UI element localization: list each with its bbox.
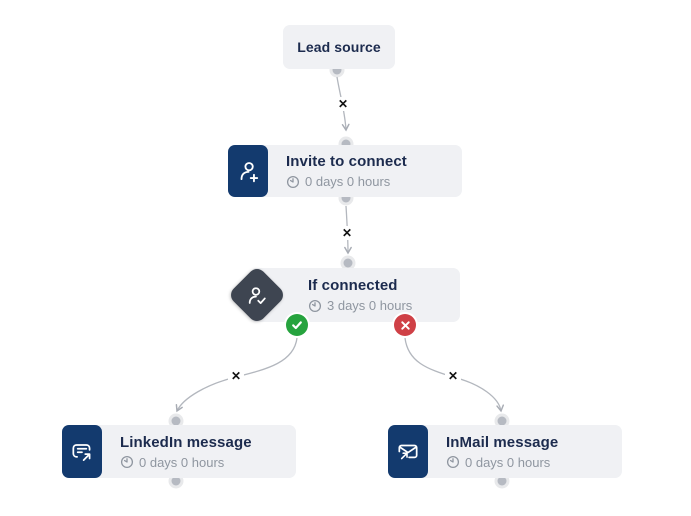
inmail-output-handle[interactable]: [497, 476, 507, 486]
inmail-envelope-icon: [388, 425, 428, 478]
remove-edge-invite-condition-button[interactable]: ✕: [338, 226, 356, 240]
if-connected-title: If connected: [308, 277, 398, 294]
clock-icon: [120, 455, 134, 469]
clock-icon: [286, 175, 300, 188]
invite-input-handle[interactable]: [341, 139, 351, 149]
not-connected-failure-port[interactable]: [394, 314, 416, 336]
invite-delay-text: 0 days 0 hours: [305, 174, 391, 189]
linkedin-output-handle[interactable]: [171, 476, 181, 486]
if-connected-delay: 3 days 0 hours: [308, 298, 412, 313]
linkedin-input-handle[interactable]: [171, 416, 181, 426]
clock-icon: [446, 455, 460, 469]
inmail-message-node[interactable]: InMail message 0 days 0 hours: [388, 425, 622, 478]
inmail-delay: 0 days 0 hours: [446, 455, 558, 470]
condition-input-handle[interactable]: [343, 258, 353, 268]
clock-icon: [308, 299, 322, 312]
lead-source-output-handle[interactable]: [332, 65, 342, 75]
invite-delay: 0 days 0 hours: [286, 174, 407, 189]
linkedin-title: LinkedIn message: [120, 433, 252, 451]
remove-edge-lead-invite-button[interactable]: ✕: [334, 97, 352, 111]
inmail-delay-text: 0 days 0 hours: [465, 454, 551, 470]
remove-edge-condition-inmail-button[interactable]: ✕: [444, 369, 462, 383]
linkedin-delay: 0 days 0 hours: [120, 455, 252, 470]
if-connected-delay-text: 3 days 0 hours: [327, 298, 413, 313]
check-icon: [292, 321, 302, 330]
person-check-icon[interactable]: [227, 265, 287, 325]
inmail-input-handle[interactable]: [497, 416, 507, 426]
cross-icon: [400, 320, 410, 330]
lead-source-node[interactable]: Lead source: [283, 25, 395, 69]
chat-message-icon: [62, 425, 102, 478]
remove-edge-condition-linkedin-button[interactable]: ✕: [227, 369, 245, 383]
invite-to-connect-node[interactable]: Invite to connect 0 days 0 hours: [228, 145, 462, 197]
inmail-title: InMail message: [446, 433, 559, 451]
invite-output-handle[interactable]: [341, 193, 351, 203]
linkedin-message-node[interactable]: LinkedIn message 0 days 0 hours: [62, 425, 296, 478]
if-connected-node[interactable]: If connected 3 days 0 hours: [250, 268, 460, 322]
lead-source-title: Lead source: [297, 39, 381, 55]
connected-success-port[interactable]: [286, 314, 308, 336]
linkedin-delay-text: 0 days 0 hours: [139, 454, 225, 470]
person-add-icon: [228, 145, 268, 197]
invite-title: Invite to connect: [286, 153, 407, 170]
